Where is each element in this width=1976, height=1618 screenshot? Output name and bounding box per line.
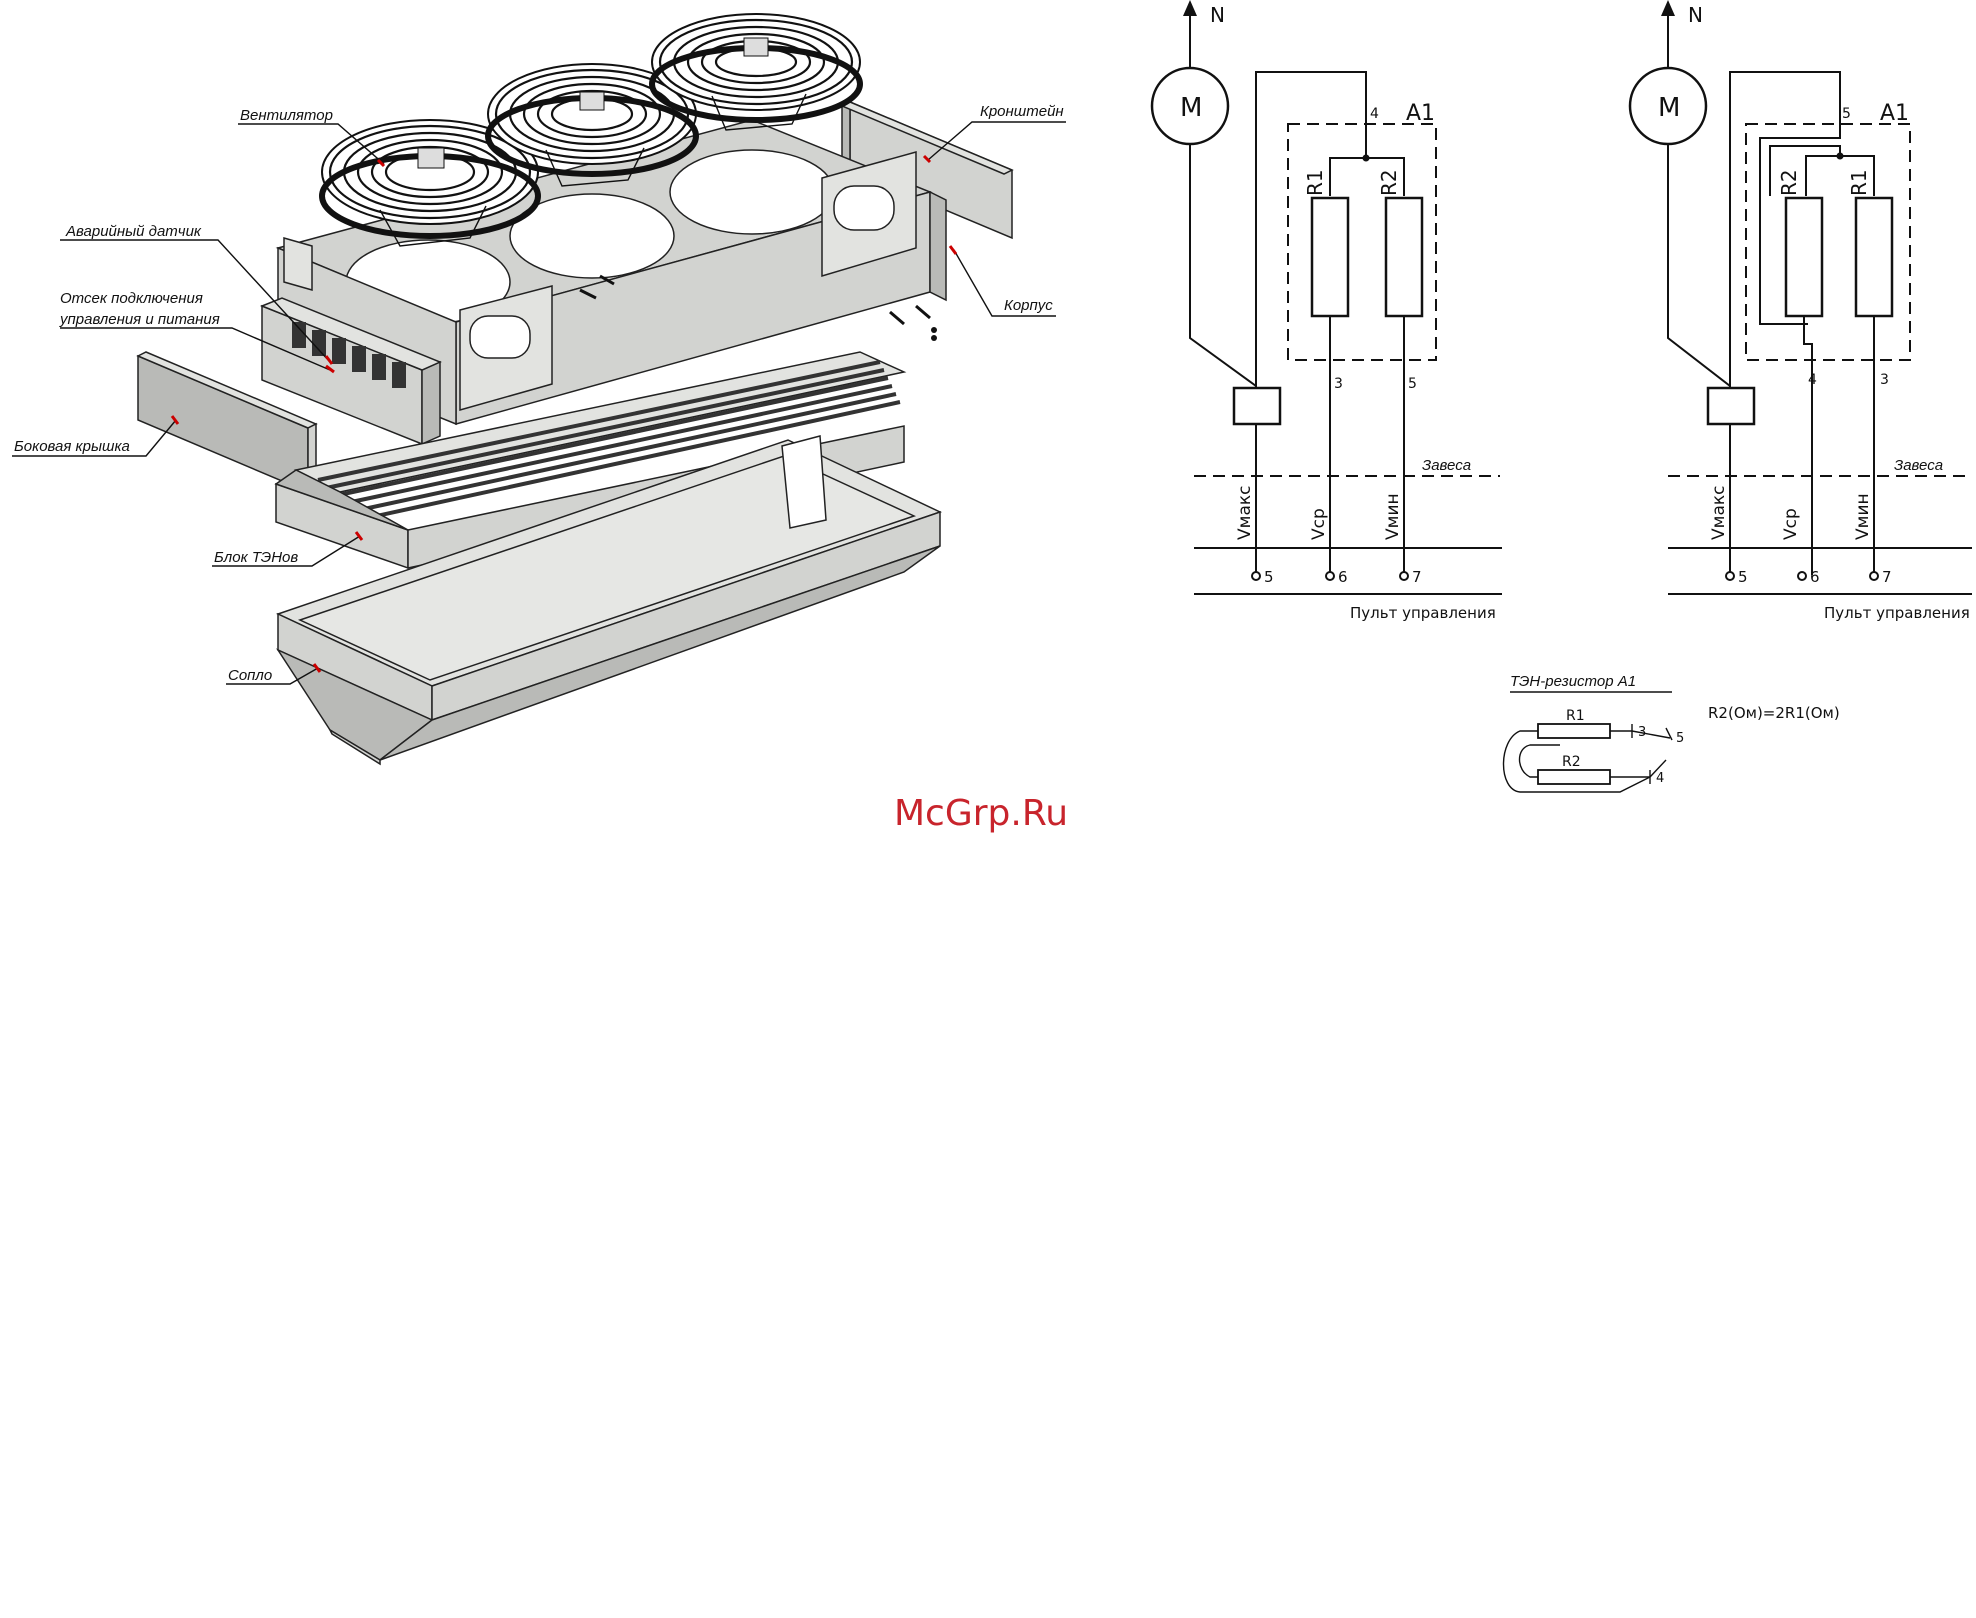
ten-formula: R2(Ом)=2R1(Ом) [1708, 704, 1840, 722]
right-control-panel-label: Пульт управления [1824, 604, 1970, 622]
ten-title: ТЭН-резистор А1 [1510, 673, 1636, 690]
left-pin-3: 7 [1412, 568, 1422, 586]
right-terminal-left-label: 4 [1808, 372, 1817, 388]
ten-r1-label: R1 [1566, 708, 1585, 724]
left-motor-label: M [1180, 93, 1202, 123]
ten-resistor-detail: ТЭН-резистор А1 R2(Ом)=2R1(Ом) R1 3 R2 4… [1504, 673, 1840, 792]
fan-right [652, 14, 860, 130]
watermark-text: McGrp.Ru [894, 793, 1068, 834]
label-bracket: Кронштейн [980, 103, 1064, 120]
right-vmax-label: Vмакс [1709, 486, 1729, 541]
left-control-panel-label: Пульт управления [1350, 604, 1496, 622]
left-vmax-label: Vмакс [1235, 486, 1255, 541]
label-heater-block: Блок ТЭНов [214, 549, 298, 566]
right-module-label: A1 [1880, 101, 1909, 126]
left-vmid-label: Vср [1309, 508, 1329, 540]
label-housing: Корпус [1004, 297, 1053, 314]
ten-t4-label: 4 [1656, 771, 1664, 786]
left-pin-1: 5 [1264, 568, 1274, 586]
left-module-label: A1 [1406, 101, 1435, 126]
right-terminal-right-label: 3 [1880, 372, 1889, 388]
left-resistor-left-label: R1 [1303, 169, 1327, 196]
schematic-right: N M 5 A1 R2 R1 4 3 Завеса Vмакс Vср Vмин… [1630, 0, 1972, 622]
assembly-drawing: Вентилятор Кронштейн Аварийный датчик От… [12, 14, 1066, 764]
ten-r2-label: R2 [1562, 754, 1581, 770]
right-neutral-label: N [1688, 3, 1703, 27]
schematic-left: N M 4 A1 R1 R2 3 5 Завеса Vмакс Vср Vмин [1152, 0, 1502, 622]
right-pin-3: 7 [1882, 568, 1892, 586]
left-resistor-right-label: R2 [1377, 169, 1401, 196]
label-side-cover: Боковая крышка [14, 438, 130, 455]
left-pin-2: 6 [1338, 568, 1348, 586]
right-vmid-label: Vср [1781, 508, 1801, 540]
left-neutral-label: N [1210, 3, 1225, 27]
label-compartment-line1: Отсек подключения [60, 290, 203, 307]
right-pin-1: 5 [1738, 568, 1748, 586]
label-nozzle: Сопло [228, 667, 272, 684]
label-compartment-line2: управления и питания [59, 311, 220, 328]
left-terminal-left-label: 3 [1334, 376, 1343, 392]
right-resistor-left-label: R2 [1777, 169, 1801, 196]
right-top-terminal-label: 5 [1842, 106, 1851, 122]
label-alarm-sensor: Аварийный датчик [65, 223, 202, 240]
left-terminal-right-label: 5 [1408, 376, 1417, 392]
ten-t5-label: 5 [1676, 731, 1684, 746]
left-curtain-label: Завеса [1422, 457, 1471, 474]
right-pin-2: 6 [1810, 568, 1820, 586]
right-curtain-label: Завеса [1894, 457, 1943, 474]
left-top-terminal-label: 4 [1370, 106, 1379, 122]
left-vmin-label: Vмин [1383, 493, 1403, 540]
right-motor-label: M [1658, 93, 1680, 123]
label-fan: Вентилятор [240, 107, 333, 124]
right-resistor-right-label: R1 [1847, 169, 1871, 196]
right-vmin-label: Vмин [1853, 493, 1873, 540]
